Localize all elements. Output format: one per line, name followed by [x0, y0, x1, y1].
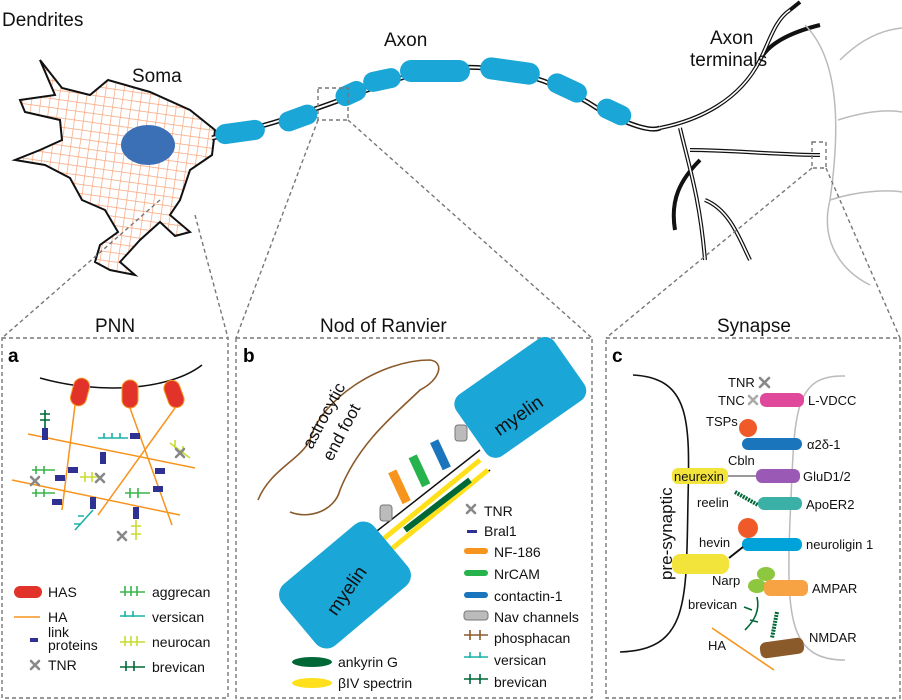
- legend-versican: versican: [152, 609, 204, 625]
- synapse-highlight-box: [811, 141, 827, 169]
- legend-ha: HA: [48, 609, 68, 625]
- label-axon-terminals-1: Axon: [710, 28, 753, 49]
- green-branch-icon: [120, 586, 145, 596]
- hevin-partner: [672, 554, 729, 574]
- connector-lines: [1, 119, 901, 339]
- gray-cross-icon: [29, 659, 41, 671]
- label-apoer2: ApoER2: [806, 497, 854, 512]
- neuron-illustration: Dendrites Soma Axon Axon terminals: [2, 0, 902, 286]
- legend-beta-iv-spectrin: βIV spectrin: [338, 675, 412, 691]
- legend-ankyrin-g: ankyrin G: [338, 654, 398, 670]
- panel-b-node-of-ranvier: Nod of Ranvier b astrocytic end foot mye…: [235, 316, 593, 699]
- label-a2d1: α2δ-1: [807, 437, 841, 452]
- synapse-labels: TNR TNC L-VDCC TSPs α2δ-1 Cbln GluD1/2 r…: [688, 375, 873, 653]
- panel-b-letter: b: [243, 346, 255, 367]
- legend-aggrecan: aggrecan: [152, 584, 210, 600]
- versican-icon: [464, 652, 488, 658]
- blue-dash-icon: [30, 638, 38, 642]
- legend-versican: versican: [494, 652, 546, 668]
- label-tsps: TSPs: [706, 414, 738, 429]
- ampar: [764, 580, 808, 596]
- legend-nav-channels: Nav channels: [494, 609, 579, 625]
- panel-a-legend: HAS HA link proteins TNR aggrecan versic…: [14, 584, 210, 675]
- label-dendrites: Dendrites: [2, 10, 83, 31]
- legend-phosphacan: phosphacan: [494, 630, 570, 646]
- legend-contactin: contactin-1: [494, 588, 563, 604]
- panel-c-synapse: Synapse c pre-synaptic neurexin TNR TNC …: [605, 316, 901, 699]
- label-ampar: AMPAR: [812, 581, 857, 596]
- legend-nf186: NF-186: [494, 544, 541, 560]
- legend-neurocan: neurocan: [152, 634, 210, 650]
- nav-channel-icon: [463, 610, 489, 621]
- astrocytic-end-foot: [257, 359, 440, 516]
- soma-body: [11, 59, 217, 277]
- label-tnc: TNC: [718, 393, 745, 408]
- legend-nrcam: NrCAM: [494, 566, 540, 582]
- label-soma: Soma: [132, 66, 182, 87]
- panel-a-title: PNN: [95, 316, 135, 337]
- panel-a-letter: a: [8, 346, 19, 367]
- label-nmdar: NMDAR: [809, 630, 857, 645]
- legend-brevican: brevican: [152, 659, 205, 675]
- yellow-branch-icon: [120, 636, 145, 646]
- contactin-icon: [464, 592, 488, 598]
- label-hevin: hevin: [699, 535, 730, 550]
- panel-c-title: Synapse: [717, 316, 791, 337]
- label-cbln: Cbln: [728, 453, 755, 468]
- legend-has: HAS: [48, 584, 77, 600]
- tnc-cross-icon: [747, 394, 759, 406]
- darkgreen-branch-icon: [120, 661, 145, 671]
- label-lvdcc: L-VDCC: [808, 393, 856, 408]
- myelin-bottom: myelin: [279, 521, 411, 649]
- neuroligin: [742, 538, 802, 551]
- glud: [756, 469, 800, 483]
- beta-iv-spectrin-icon: [292, 678, 332, 688]
- nf186-icon: [464, 548, 488, 554]
- label-glud: GluD1/2: [803, 469, 851, 484]
- tnr-crosses: [29, 447, 186, 542]
- phosphacan-icon: [464, 630, 488, 640]
- legend-link: link: [48, 624, 70, 640]
- bral1-icon: [467, 530, 477, 533]
- label-narp: Narp: [712, 573, 740, 588]
- panel-b-legend: TNR Bral1 NF-186 NrCAM contactin-1 Nav c…: [292, 503, 579, 691]
- legend-bral1: Bral1: [484, 523, 517, 539]
- legend-brevican: brevican: [494, 674, 547, 690]
- a2d1: [742, 438, 802, 450]
- label-brevican: brevican: [688, 597, 737, 612]
- neurexin: [672, 468, 728, 484]
- label-axon: Axon: [384, 30, 427, 51]
- apoer2: [758, 497, 802, 510]
- myelin-segments: [215, 57, 632, 145]
- legend-tnr: TNR: [48, 657, 77, 673]
- node-highlight-box: [317, 87, 349, 121]
- label-neuroligin: neuroligin 1: [806, 537, 873, 552]
- teal-branch-icon: [120, 611, 145, 617]
- tnr-icon: [465, 503, 477, 515]
- nucleus: [121, 125, 175, 165]
- red-capsule-icon: [14, 586, 42, 598]
- panel-a-pnn: PNN a: [1, 316, 229, 699]
- panel-c-letter: c: [612, 346, 623, 367]
- legend-proteins: proteins: [48, 637, 98, 653]
- tsps: [739, 419, 757, 437]
- label-presynaptic: pre-synaptic: [657, 487, 676, 580]
- label-ha: HA: [708, 638, 726, 653]
- label-neurexin: neurexin: [674, 469, 724, 484]
- nrcam-icon: [464, 570, 488, 576]
- label-axon-terminals-2: terminals: [690, 50, 767, 71]
- ankyrin-g-icon: [292, 657, 332, 667]
- brevican-icon: [464, 674, 488, 684]
- lvdcc: [760, 393, 804, 407]
- panel-b-title: Nod of Ranvier: [320, 316, 447, 337]
- postsynaptic-dendrites: [804, 24, 902, 286]
- legend-tnr: TNR: [484, 503, 513, 519]
- label-tnr: TNR: [728, 375, 755, 390]
- myelin-top: myelin: [454, 336, 587, 458]
- label-reelin: reelin: [697, 495, 729, 510]
- nmdar: [759, 637, 805, 659]
- tnr-cross-icon: [758, 376, 771, 389]
